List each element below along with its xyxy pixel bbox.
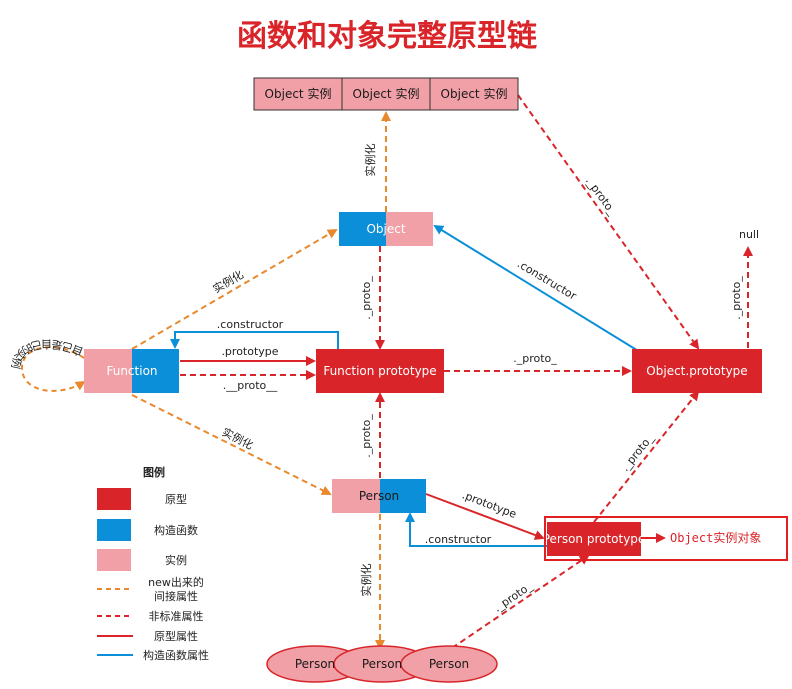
person-prototype-node: Person prototype — [543, 522, 646, 556]
callout-frame — [544, 516, 788, 561]
person-instance-label: Person — [362, 657, 402, 671]
object-instance-label: Object 实例 — [353, 86, 420, 101]
legend-label-constructor-prop: 构造函数属性 — [143, 648, 209, 662]
page-title: 函数和对象完整原型链 — [237, 19, 537, 54]
object-instance-label: Object 实例 — [265, 86, 332, 101]
legend-swatch-instance — [97, 549, 131, 571]
legend-swatch-prototype — [97, 488, 131, 510]
person-instance-label: Person — [295, 657, 335, 671]
function-prototype-label: Function prototype — [323, 364, 436, 378]
edge-label-objproto-null: ._proto_ — [730, 276, 743, 320]
edge-label-func-object-instantiate: 实例化 — [210, 267, 246, 296]
edge-person-prototype — [425, 493, 545, 540]
object-instance-node — [341, 77, 431, 111]
function-constructor-label: Function — [106, 364, 157, 378]
object-constructor-node: Object — [339, 212, 433, 246]
object-instance-label: Object 实例 — [441, 86, 508, 101]
object-instance-node — [429, 77, 519, 111]
person-prototype-label: Person prototype — [543, 532, 646, 546]
edge-funcproto-constructor — [170, 331, 339, 351]
edge-function-to-person-instantiate — [131, 394, 332, 495]
legend-label-constructor: 构造函数 — [154, 523, 198, 537]
function-constructor-node: Function — [84, 349, 179, 393]
object-prototype-node: Object.prototype — [632, 349, 762, 393]
legend-label-new-line1: new出来的 — [148, 575, 204, 589]
object-constructor-label: Object — [366, 222, 405, 236]
object-instances-group: Object 实例 Object 实例 Object 实例 — [253, 77, 519, 111]
legend: 图例 原型 构造函数 实例 new出来的 间接属性 非标准属性 原型属性 构造函… — [97, 465, 209, 662]
edge-label-object-instantiate: 实例化 — [363, 144, 377, 177]
edge-function-self-loop — [20, 346, 86, 392]
legend-swatch-constructor — [97, 519, 131, 541]
edge-label-self-instance: 自己是自己的实例 — [8, 337, 85, 370]
edge-label-person-constructor: .constructor — [425, 533, 492, 546]
null-label: null — [739, 228, 759, 241]
function-prototype-node: Function prototype — [316, 349, 444, 393]
edge-label-func-person-instantiate: 实例化 — [220, 425, 256, 452]
edge-personproto-proto — [593, 390, 700, 523]
edge-label-personproto-proto: ._proto_ — [619, 431, 657, 473]
edge-label-funcproto-proto: ._proto_ — [513, 352, 557, 365]
legend-label-instance: 实例 — [165, 553, 187, 567]
edge-label-func-proto: .__proto__ — [223, 379, 278, 392]
person-constructor-node: Person — [332, 479, 426, 513]
person-instances-group: Person Person Person — [266, 645, 498, 683]
edge-personinst-proto — [451, 554, 590, 649]
edge-label-person-proto: ._proto_ — [360, 414, 373, 458]
edge-objinst-proto — [517, 94, 700, 350]
edge-label-person-instantiate: 实例化 — [359, 564, 373, 597]
person-constructor-label: Person — [359, 489, 399, 503]
edge-label-object-proto: ._proto_ — [360, 276, 373, 320]
callout-text: Object实例对象 — [670, 530, 761, 545]
legend-label-prototype-prop: 原型属性 — [154, 629, 198, 643]
object-prototype-label: Object.prototype — [646, 364, 747, 378]
edge-label-func-prototype: .prototype — [221, 345, 278, 358]
legend-label-new-line2: 间接属性 — [154, 589, 198, 603]
edge-label-person-prototype: .prototype — [460, 488, 518, 521]
legend-label-prototype: 原型 — [165, 492, 187, 506]
legend-label-nonstandard: 非标准属性 — [149, 609, 204, 623]
edge-label-func-constructor: .constructor — [217, 318, 284, 331]
legend-title: 图例 — [143, 465, 165, 479]
edge-personproto-constructor — [405, 512, 547, 547]
person-instance-node — [400, 645, 498, 683]
edge-objproto-constructor — [433, 224, 641, 353]
person-instance-label: Person — [429, 657, 469, 671]
